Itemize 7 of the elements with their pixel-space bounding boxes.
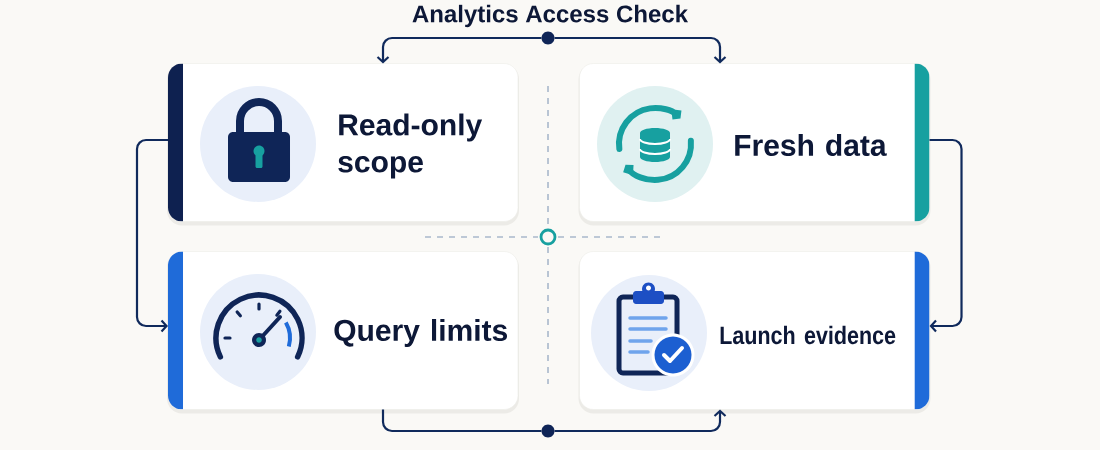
arrow bbox=[554, 409, 727, 433]
arrow bbox=[929, 138, 963, 333]
connector-line bbox=[381, 409, 542, 433]
arrow bbox=[376, 36, 542, 64]
arrow bbox=[135, 138, 168, 333]
arrow bbox=[554, 36, 727, 64]
title: Analytics Access Check bbox=[412, 4, 689, 28]
